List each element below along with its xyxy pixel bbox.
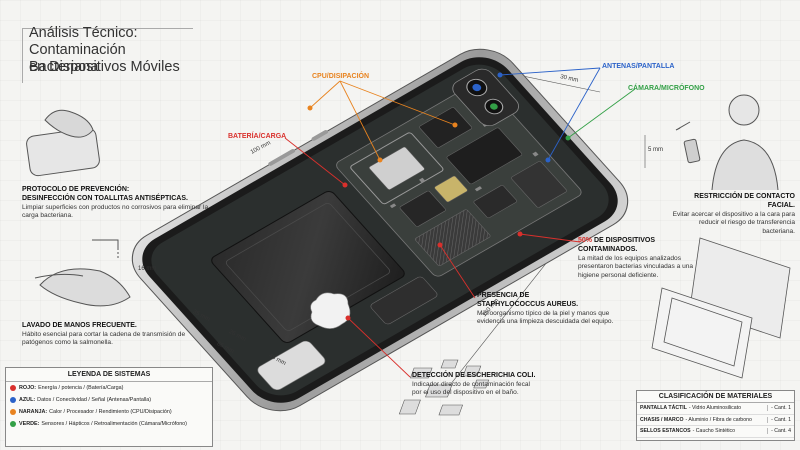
- prevention-head: PROTOCOLO DE PREVENCIÓN:: [22, 186, 130, 193]
- materials-key: SELLOS ESTANCOS: [640, 428, 691, 435]
- cpu-chip: [368, 146, 425, 190]
- materials-val: - Caucho Sintético: [692, 428, 736, 435]
- phone-exploded-view: [131, 48, 629, 412]
- face-contact-icon: [675, 94, 779, 191]
- handwash-icon: [34, 239, 131, 307]
- wipe-phone-icon: [26, 109, 100, 177]
- prevention-panel: PROTOCOLO DE PREVENCIÓN: DESINFECCIÓN CO…: [22, 186, 222, 221]
- legend-row: NARANJA:Calor / Procesador / Rendimiento…: [6, 406, 212, 418]
- materials-row: CHASIS / MARCO- Aluminio / Fibra de carb…: [637, 415, 794, 426]
- prevention-body: Limpiar superficies con productos no cor…: [22, 203, 209, 220]
- materials-qty: - Cant. 4: [767, 428, 794, 435]
- facial-body: Evitar acercar el dispositivo a la cara …: [672, 210, 795, 235]
- ecoli-sample-spot: [310, 292, 351, 329]
- facial-panel: RESTRICCIÓN DE CONTACTO FACIAL. Evitar a…: [665, 193, 795, 236]
- title-block: Análisis Técnico: Contaminación Bacteria…: [22, 25, 193, 83]
- legend-row: VERDE:Sensores / Hápticos / Retroaliment…: [6, 418, 212, 430]
- materials-row: PANTALLA TÁCTIL- Vidrio Aluminosilicato -…: [637, 403, 794, 415]
- legend-key: AZUL:: [19, 397, 36, 403]
- staph-panel: PRESENCIA DE STAPHYLOCOCCUS AUREUS. Micr…: [477, 292, 627, 327]
- systems-legend: LEYENDA DE SISTEMAS ROJO:Energía / poten…: [5, 367, 213, 447]
- legend-dot-green: [10, 421, 16, 427]
- small-parts: [398, 359, 490, 416]
- legend-title: LEYENDA DE SISTEMAS: [6, 368, 212, 382]
- legend-dot-orange: [10, 409, 16, 415]
- legend-row: ROJO:Energía / potencia / (Batería/Carga…: [6, 382, 212, 394]
- prevention-sub: DESINFECCIÓN CON TOALLITAS ANTISÉPTICAS.: [22, 194, 188, 202]
- callout-battery: BATERÍA/CARGA: [228, 133, 287, 140]
- screen-layers: [651, 237, 791, 379]
- callout-cpu: CPU/DISIPACIÓN: [312, 73, 370, 80]
- materials-val: - Vidrio Aluminosilicato: [688, 405, 741, 412]
- legend-text: Energía / potencia / (Batería/Carga): [38, 385, 124, 391]
- callout-antenna: ANTENAS/PANTALLA: [602, 63, 675, 70]
- staph-head-1: PRESENCIA DE: [477, 292, 530, 299]
- materials-qty: - Cant. 1: [767, 405, 794, 412]
- legend-text: Calor / Procesador / Rendimiento (CPU/Di…: [49, 409, 172, 415]
- staph-body: Microorganismo típico de la piel y manos…: [477, 309, 614, 326]
- legend-key: NARANJA:: [19, 409, 48, 415]
- title-line-3: en Dispositivos Móviles: [29, 59, 180, 75]
- materials-key: CHASIS / MARCO: [640, 416, 684, 423]
- handwash-body: Hábito esencial para cortar la cadena de…: [22, 330, 186, 347]
- staph-head-2: STAPHYLOCOCCUS AUREUS.: [477, 300, 579, 308]
- legend-key: ROJO:: [19, 385, 37, 391]
- ecoli-panel: DETECCIÓN DE ESCHERICHIA COLI. Indicador…: [412, 372, 536, 398]
- materials-val: - Aluminio / Fibra de carbono: [685, 416, 752, 423]
- handwash-head: LAVADO DE MANOS FRECUENTE.: [22, 322, 137, 329]
- callout-camera: CÁMARA/MICRÓFONO: [628, 85, 705, 92]
- contaminated-body: La mitad de los equipos analizados prese…: [578, 254, 694, 279]
- legend-text: Sensores / Hápticos / Retroalimentación …: [41, 421, 187, 427]
- ecoli-head: DETECCIÓN DE ESCHERICHIA COLI.: [412, 372, 536, 379]
- contaminated-pct: 50%: [578, 237, 593, 244]
- legend-key: VERDE:: [19, 421, 40, 427]
- legend-text: Datos / Conectividad / Señal (Antenas/Pa…: [37, 397, 152, 403]
- contaminated-head: DE DISPOSITIVOS CONTAMINADOS.: [578, 237, 656, 253]
- legend-rows: ROJO:Energía / potencia / (Batería/Carga…: [6, 382, 212, 430]
- camera-module: [452, 68, 519, 127]
- facial-head: RESTRICCIÓN DE CONTACTO FACIAL.: [694, 193, 795, 209]
- legend-dot-red: [10, 385, 16, 391]
- legend-dot-blue: [10, 397, 16, 403]
- materials-qty: - Cant. 1: [767, 416, 794, 423]
- materials-title: CLASIFICACIÓN DE MATERIALES: [637, 391, 794, 403]
- title-line-1: Análisis Técnico:: [29, 25, 138, 41]
- title-line-2: Contaminación Bacteriana: [29, 42, 126, 76]
- contaminated-panel: 50% DE DISPOSITIVOS CONTAMINADOS. La mit…: [578, 237, 716, 280]
- materials-row: SELLOS ESTANCOS- Caucho Sintético - Cant.…: [637, 426, 794, 438]
- dim-5mm: 5 mm: [648, 147, 663, 153]
- handwash-panel: LAVADO DE MANOS FRECUENTE. Hábito esenci…: [22, 322, 190, 348]
- materials-key: PANTALLA TÁCTIL: [640, 405, 687, 412]
- ecoli-body: Indicador directo de contaminación fecal…: [412, 380, 531, 397]
- materials-table: CLASIFICACIÓN DE MATERIALES PANTALLA TÁC…: [636, 390, 795, 441]
- legend-row: AZUL:Datos / Conectividad / Señal (Anten…: [6, 394, 212, 406]
- dim-16mm: 16 mm: [138, 266, 157, 272]
